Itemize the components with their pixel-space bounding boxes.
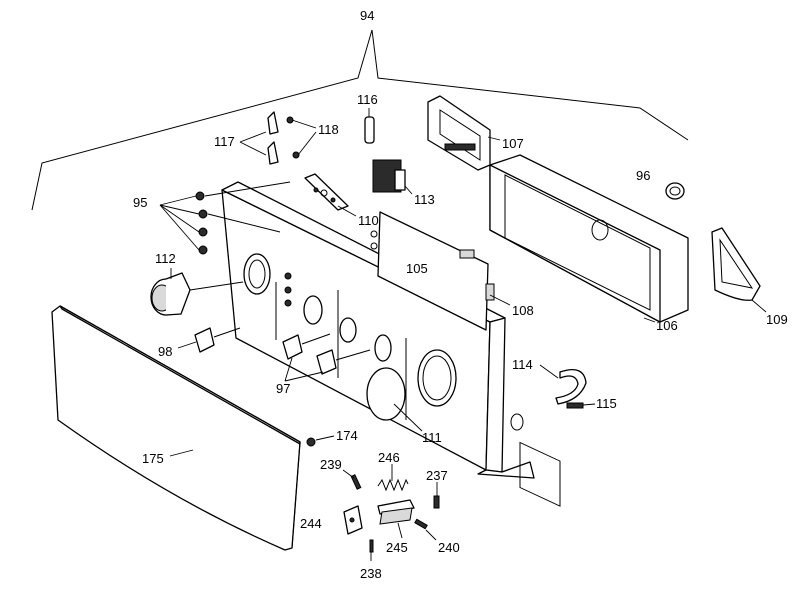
- part-246-spring: [377, 464, 409, 492]
- callout-97: 97: [276, 381, 290, 396]
- callout-110: 110: [358, 213, 379, 228]
- callout-118: 118: [318, 122, 339, 137]
- part-239-pin: [342, 469, 362, 490]
- part-245-latch: [377, 499, 415, 539]
- callout-116: 116: [357, 92, 378, 107]
- callout-111: 111: [422, 430, 442, 445]
- callout-244: 244: [300, 516, 322, 531]
- part-106-rear-housing: [489, 154, 689, 507]
- part-117-clips: [239, 111, 279, 165]
- callout-98: 98: [158, 344, 172, 359]
- callout-115: 115: [596, 396, 617, 411]
- part-110-label-plate: [304, 173, 357, 217]
- callout-105: 105: [406, 261, 428, 276]
- part-109-gasket: [711, 227, 767, 313]
- part-95-bulbs: [159, 181, 292, 307]
- callout-117: 117: [214, 134, 235, 149]
- part-96-plug: [665, 182, 685, 200]
- part-118-screws: [286, 116, 317, 159]
- part-174-grommet: [306, 435, 335, 447]
- callout-106: 106: [656, 318, 678, 333]
- callout-246: 246: [378, 450, 400, 465]
- part-115-screw: [566, 402, 596, 409]
- part-110-circuit-board: [370, 211, 511, 331]
- part-114-clamp: [539, 364, 587, 405]
- callout-95: 95: [133, 195, 147, 210]
- part-244-button: [343, 505, 363, 535]
- callout-labels: 94 116 107 117 118 96 95 113 110 112 105…: [133, 8, 788, 581]
- callout-94: 94: [360, 8, 374, 23]
- part-175-front-panel: [51, 305, 301, 551]
- part-113-switch: [372, 159, 413, 195]
- callout-175: 175: [142, 451, 164, 466]
- callout-96: 96: [636, 168, 650, 183]
- part-98-knob: [177, 327, 241, 353]
- callout-108: 108: [512, 303, 534, 318]
- callout-239: 239: [320, 457, 342, 472]
- part-97-knobs: [282, 333, 371, 382]
- part-107-bracket: [427, 95, 501, 171]
- part-237-pin: [433, 482, 440, 509]
- part-240-pin: [414, 518, 437, 541]
- assembly-bracket-94: [31, 29, 689, 211]
- callout-240: 240: [438, 540, 460, 555]
- callout-107: 107: [502, 136, 524, 151]
- callout-245: 245: [386, 540, 408, 555]
- part-112-timer: [150, 268, 244, 316]
- callout-113: 113: [414, 192, 435, 207]
- callout-109: 109: [766, 312, 788, 327]
- part-116-pin: [364, 108, 375, 144]
- callout-112: 112: [155, 251, 176, 266]
- callout-237: 237: [426, 468, 448, 483]
- part-238-pin: [369, 539, 374, 561]
- callout-114: 114: [512, 357, 533, 372]
- callout-238: 238: [360, 566, 382, 581]
- part-111-leader: [393, 403, 423, 432]
- callout-174: 174: [336, 428, 358, 443]
